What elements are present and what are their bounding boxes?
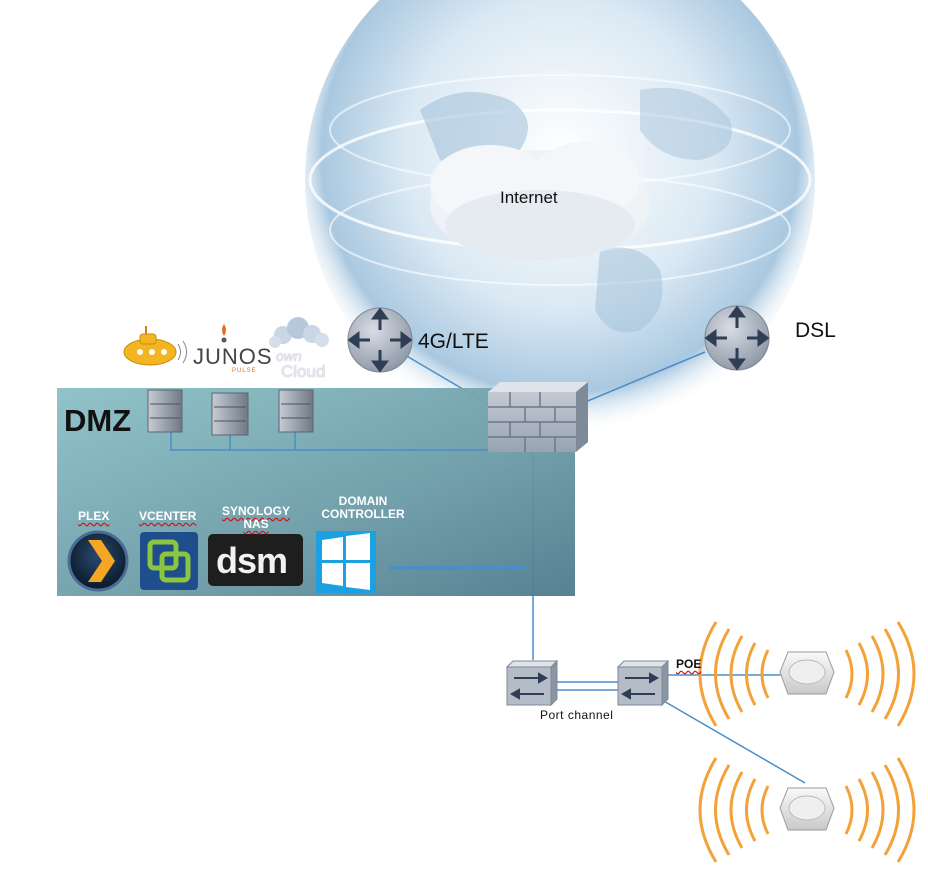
firewall-icon: [488, 382, 588, 452]
owncloud-logo-own: own: [276, 348, 302, 364]
lte-router-label: 4G/LTE: [418, 330, 489, 353]
wifi-access-point-icon: [698, 757, 916, 863]
synology-label-line1: SYNOLOGY: [221, 504, 290, 518]
synology-label-line2: NAS: [243, 517, 269, 531]
junos-logo-text: JUNOS: [193, 344, 273, 369]
submarine-logo-icon: [123, 326, 187, 366]
dmz-label: DMZ: [64, 403, 132, 438]
dc-label-line2: CONTROLLER: [321, 507, 405, 521]
junos-logo-subtext: PULSE: [232, 368, 257, 374]
owncloud-logo-icon: [269, 317, 329, 348]
switch-icon: [505, 659, 559, 707]
plex-label: PLEX: [78, 509, 110, 523]
domain-controller-label: DOMAIN CONTROLLER: [318, 495, 408, 521]
switch-icon: [616, 659, 670, 707]
vcenter-logo-icon: [140, 532, 198, 590]
link-dsl-firewall: [577, 351, 706, 406]
router-lte-icon: [347, 307, 413, 373]
server-icon: [278, 389, 314, 433]
server-icon: [147, 389, 183, 433]
dsm-logo-icon: [208, 534, 303, 586]
poe-label: POE: [676, 657, 702, 671]
link-switch2-ap2: [661, 699, 806, 784]
router-dsl-icon: [704, 305, 770, 371]
junos-pulse-logo-icon: [221, 324, 227, 343]
synology-nas-label: SYNOLOGY NAS: [214, 505, 298, 531]
dc-label-line1: DOMAIN: [338, 494, 388, 508]
plex-logo-icon: [67, 530, 129, 592]
wifi-access-point-icon: [698, 621, 916, 727]
server-icon: [211, 392, 249, 436]
windows-logo-icon: [316, 531, 376, 593]
dsl-router-label: DSL: [795, 319, 836, 342]
vcenter-label: VCENTER: [139, 509, 197, 523]
cloud-icon: [430, 142, 650, 260]
internet-label: Internet: [500, 188, 558, 207]
dsm-logo-text: dsm: [216, 540, 288, 581]
owncloud-logo-cloud: Cloud: [281, 362, 326, 381]
port-channel-label: Port channel: [540, 708, 614, 722]
